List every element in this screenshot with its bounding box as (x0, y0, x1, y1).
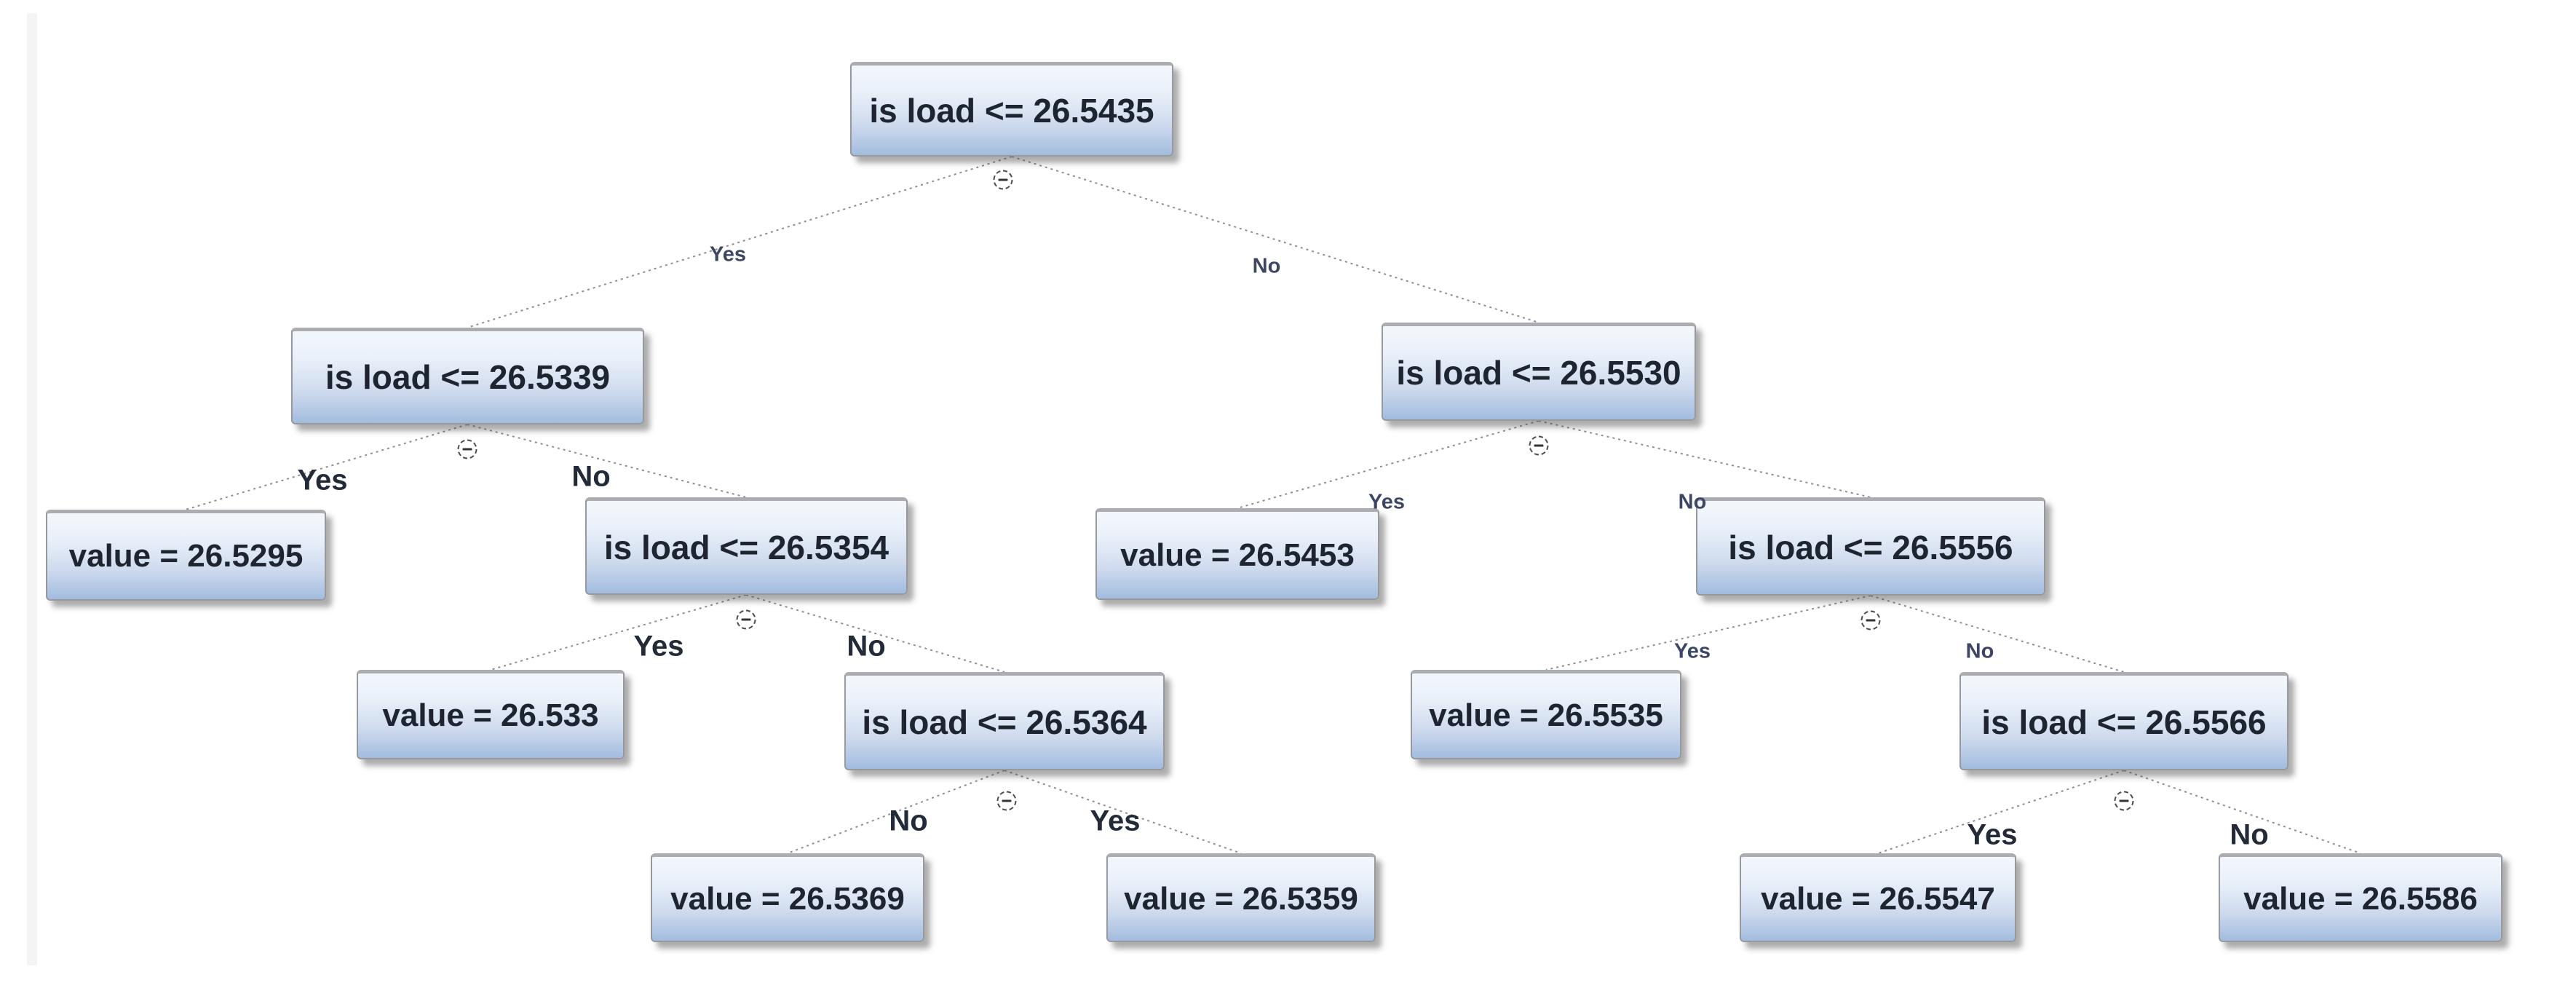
decision-node-26.5566[interactable]: is load <= 26.5566 (1959, 672, 2288, 770)
edge-label-yes: Yes (1967, 818, 2018, 851)
edge-label-yes: Yes (297, 464, 348, 497)
tree-edge (745, 594, 1005, 673)
leaf-node-26.5453[interactable]: value = 26.5453 (1095, 508, 1379, 600)
tree-edge (467, 424, 747, 498)
leaf-node-26.5359[interactable]: value = 26.5359 (1106, 853, 1376, 942)
edge-label-yes: Yes (1090, 805, 1141, 837)
minus-bar (998, 178, 1008, 181)
minus-circle-icon[interactable] (1529, 435, 1549, 456)
edge-label-no: No (2230, 818, 2269, 851)
edge-label-no: No (1965, 639, 1994, 663)
minus-bar (741, 618, 751, 621)
leaf-node-26.533[interactable]: value = 26.533 (357, 670, 625, 759)
left-gutter (27, 13, 37, 965)
tree-edge (1870, 595, 2125, 673)
edge-label-no: No (889, 805, 928, 837)
minus-circle-icon[interactable] (2114, 791, 2134, 811)
tree-edge (1877, 770, 2125, 854)
tree-edge (2123, 770, 2361, 854)
edge-label-no: No (1252, 254, 1281, 278)
minus-circle-icon[interactable] (457, 439, 477, 459)
edge-label-yes: Yes (633, 630, 684, 663)
tree-edge (185, 424, 468, 510)
minus-bar (462, 448, 472, 451)
edge-label-yes: Yes (1368, 490, 1405, 514)
tree-edge (467, 156, 1012, 328)
decision-node-26.5556[interactable]: is load <= 26.5556 (1696, 497, 2045, 596)
edge-label-yes: Yes (1674, 639, 1711, 663)
leaf-node-26.5369[interactable]: value = 26.5369 (651, 853, 924, 942)
edge-label-no: No (1678, 490, 1707, 514)
leaf-node-26.5547[interactable]: value = 26.5547 (1740, 853, 2016, 942)
tree-edge (1004, 770, 1242, 854)
decision-node-26.5364[interactable]: is load <= 26.5364 (844, 672, 1165, 770)
decision-node-26.5354[interactable]: is load <= 26.5354 (585, 497, 908, 595)
tree-edge (1011, 156, 1539, 323)
tree-edge (490, 594, 747, 671)
edge-label-no: No (571, 460, 611, 493)
minus-bar (1866, 619, 1876, 622)
tree-edge (1538, 420, 1871, 498)
decision-node-26.5530[interactable]: is load <= 26.5530 (1382, 323, 1696, 421)
edge-label-yes: Yes (710, 242, 746, 266)
minus-circle-icon[interactable] (993, 170, 1013, 190)
leaf-node-26.5535[interactable]: value = 26.5535 (1411, 670, 1681, 759)
minus-bar (2119, 799, 2129, 802)
minus-bar (1534, 444, 1544, 447)
edge-label-no: No (847, 630, 886, 663)
decision-node-26.5339[interactable]: is load <= 26.5339 (291, 328, 644, 424)
leaf-node-26.5295[interactable]: value = 26.5295 (46, 510, 326, 601)
minus-circle-icon[interactable] (996, 791, 1017, 811)
leaf-node-26.5586[interactable]: value = 26.5586 (2219, 853, 2502, 942)
minus-circle-icon[interactable] (1860, 610, 1881, 631)
minus-bar (1002, 799, 1012, 802)
minus-circle-icon[interactable] (736, 609, 756, 630)
tree-edge (787, 770, 1005, 854)
decision-node-26.5435[interactable]: is load <= 26.5435 (850, 62, 1173, 157)
